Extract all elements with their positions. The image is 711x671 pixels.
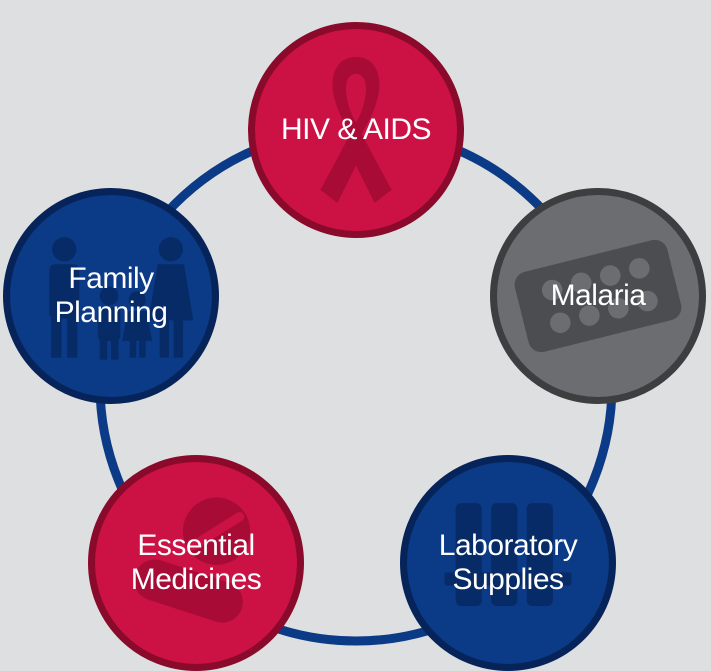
ribbon-icon — [320, 57, 392, 203]
node-label: HIV & AIDS — [280, 113, 432, 146]
node-hiv-aids: HIV & AIDS — [248, 22, 464, 238]
node-label: Malaria — [550, 279, 646, 312]
family-icon — [49, 237, 194, 360]
node-essential-medicines: Essential Medicines — [88, 455, 304, 671]
test-tubes-icon — [444, 503, 572, 607]
node-label: Essential Medicines — [130, 529, 262, 596]
node-family-planning: Family Planning — [3, 188, 219, 404]
node-label: Family Planning — [54, 262, 168, 329]
node-malaria: Malaria — [490, 188, 706, 404]
pills-icon — [134, 497, 251, 623]
node-label: Laboratory Supplies — [438, 529, 578, 596]
node-laboratory-supplies: Laboratory Supplies — [400, 455, 616, 671]
pill-pack-icon — [514, 239, 682, 353]
